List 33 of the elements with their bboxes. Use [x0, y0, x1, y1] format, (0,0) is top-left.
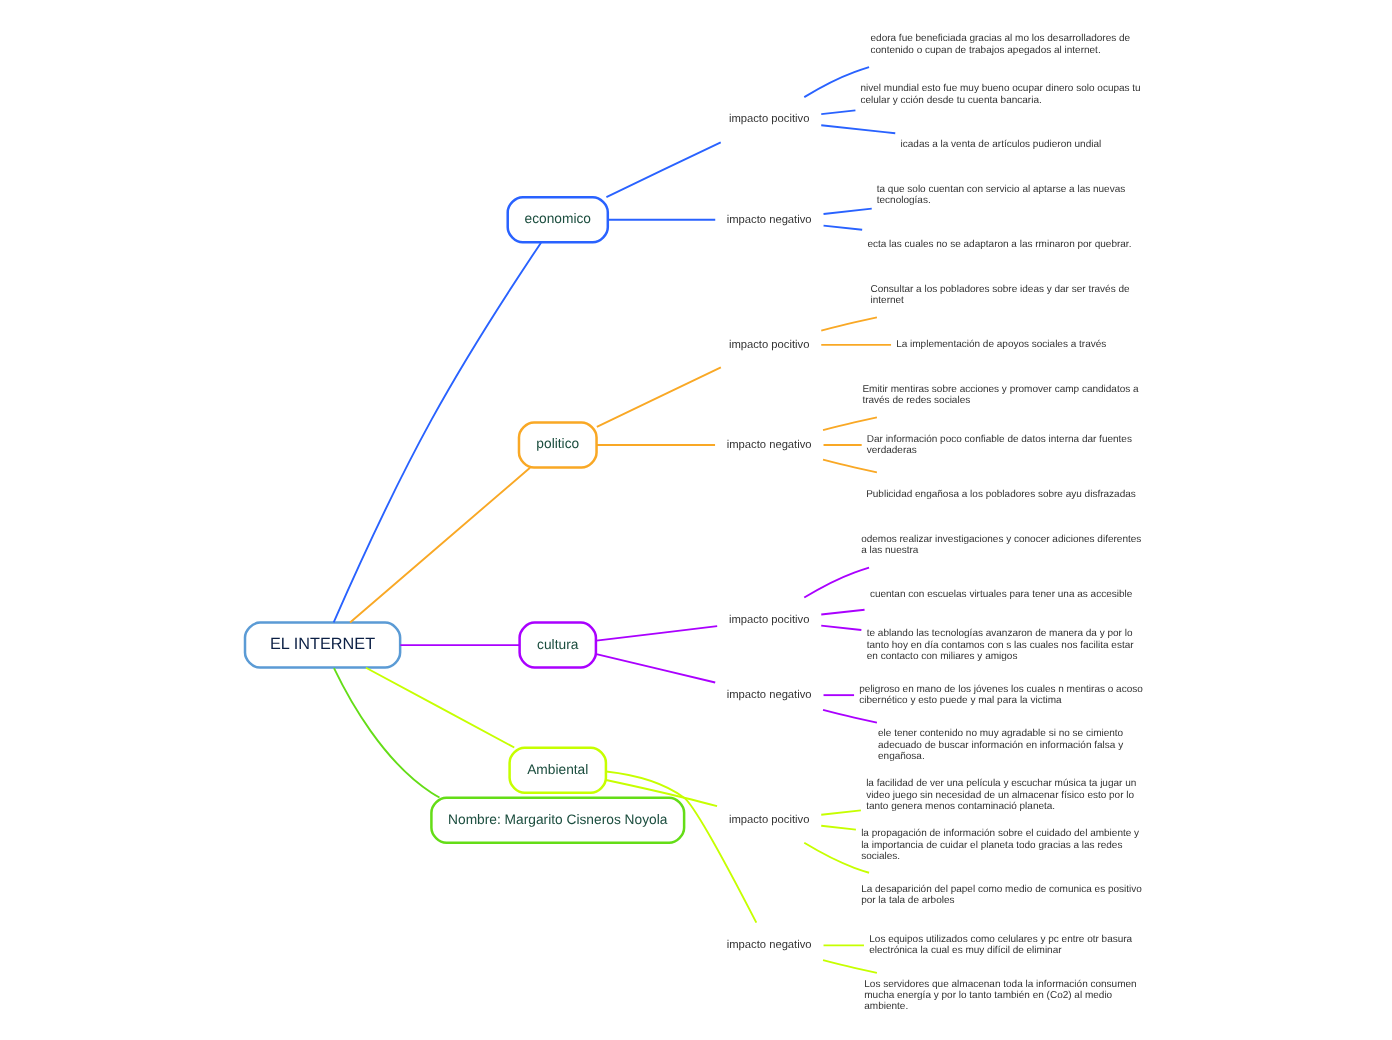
connector: [595, 653, 717, 684]
connector: [820, 124, 897, 135]
connector: [803, 566, 870, 599]
connector: [595, 444, 716, 446]
connector: [820, 109, 857, 116]
connector: [822, 694, 855, 697]
connector: [605, 779, 718, 808]
connector: [820, 343, 892, 346]
connector: [803, 841, 870, 874]
connector: [822, 207, 873, 215]
connector: [605, 141, 722, 198]
connector: [365, 666, 516, 749]
connector: [605, 770, 758, 924]
connector: [822, 959, 878, 974]
connector: [595, 625, 719, 642]
connector: [822, 458, 878, 474]
connector: [333, 667, 441, 799]
connector: [822, 224, 864, 231]
connector: [820, 316, 878, 332]
connector: [822, 708, 878, 724]
connector: [820, 608, 866, 616]
connector: [803, 66, 870, 99]
connector: [822, 444, 863, 446]
connector: [822, 416, 878, 432]
connector: [332, 241, 542, 624]
connector: [607, 218, 717, 221]
connector: [595, 366, 722, 428]
connector: [820, 624, 863, 631]
connector: [399, 644, 521, 647]
connector: [820, 824, 857, 831]
connector: [349, 466, 531, 624]
connector: [822, 944, 865, 947]
connector: [820, 809, 862, 816]
